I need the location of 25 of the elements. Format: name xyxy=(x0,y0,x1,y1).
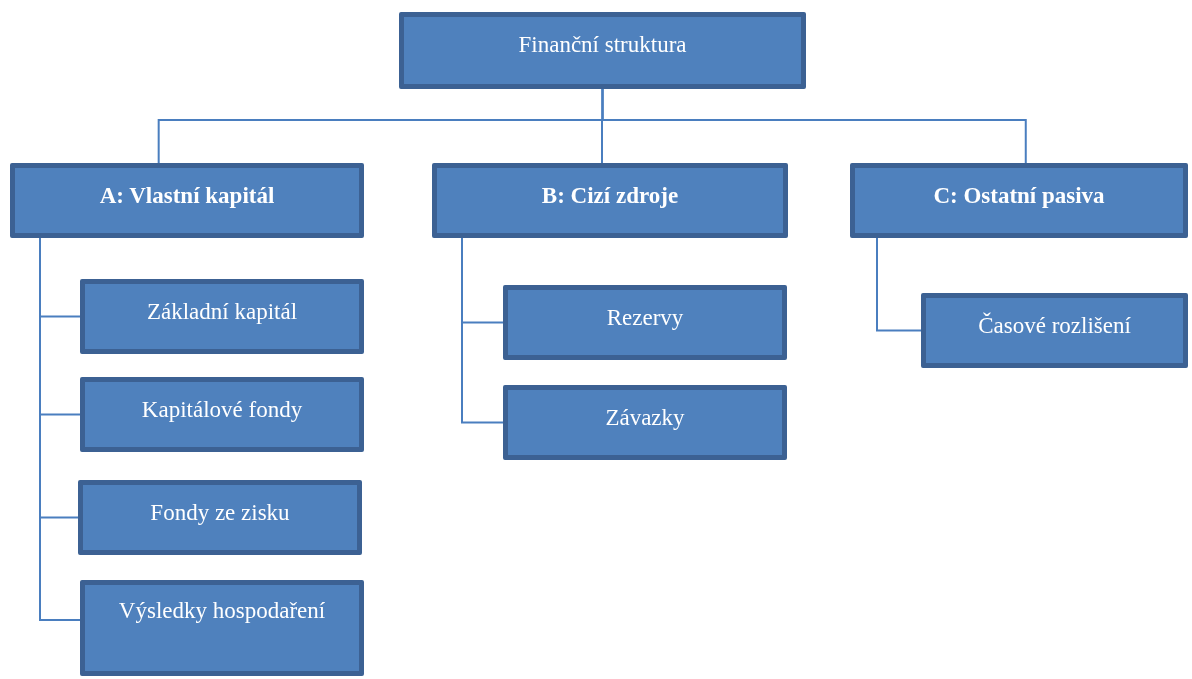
box-label: Finanční struktura xyxy=(518,31,687,59)
connector-line xyxy=(601,88,1027,164)
category-box xyxy=(432,163,788,238)
category-box xyxy=(80,279,364,354)
category-box xyxy=(850,163,1188,238)
category-box xyxy=(80,377,364,452)
box-label: Fondy ze zisku xyxy=(150,499,290,527)
box-label: Základní kapitál xyxy=(146,298,298,326)
connector-line xyxy=(876,237,922,332)
box-label: C: Ostatní pasiva xyxy=(933,182,1105,210)
box-label: Výsledky hospodaření xyxy=(118,597,326,625)
category-box xyxy=(503,285,787,360)
box-label: Časové rozlišení xyxy=(978,311,1131,340)
category-box xyxy=(503,385,787,460)
category-box xyxy=(10,163,364,238)
box-label: B: Cizí zdroje xyxy=(541,182,679,210)
box-label: Závazky xyxy=(605,404,685,432)
box-label: A: Vlastní kapitál xyxy=(99,182,275,210)
category-box xyxy=(399,12,806,89)
box-label: Rezervy xyxy=(606,304,684,332)
connector-line xyxy=(461,237,504,424)
box-label: Kapitálové fondy xyxy=(141,396,303,424)
category-box xyxy=(80,580,364,676)
category-box xyxy=(78,480,362,555)
category-box xyxy=(921,293,1188,368)
